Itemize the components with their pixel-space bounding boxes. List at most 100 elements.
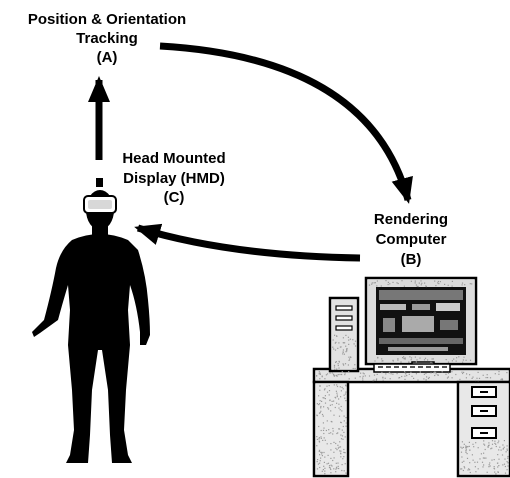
halftone-speck [326, 373, 329, 375]
halftone-speck [335, 361, 337, 363]
head-mounted-display-icon [83, 195, 117, 214]
halftone-speck [507, 457, 509, 459]
halftone-speck [342, 351, 344, 353]
halftone-speck [341, 373, 343, 376]
halftone-speck [320, 436, 322, 438]
halftone-speck [345, 422, 347, 424]
halftone-speck [345, 417, 347, 419]
halftone-speck [396, 282, 398, 284]
halftone-speck [344, 463, 346, 465]
halftone-speck [340, 396, 342, 398]
halftone-speck [447, 284, 449, 286]
halftone-speck [323, 397, 325, 399]
halftone-speck [425, 379, 427, 381]
halftone-speck [414, 282, 416, 284]
halftone-speck [318, 450, 320, 452]
halftone-speck [425, 372, 427, 375]
halftone-speck [324, 402, 327, 404]
halftone-speck [403, 285, 405, 287]
halftone-speck [506, 449, 508, 451]
halftone-speck [410, 371, 412, 373]
halftone-speck [348, 359, 350, 361]
halftone-speck [494, 373, 496, 375]
halftone-speck [337, 465, 339, 467]
halftone-speck [477, 468, 479, 470]
halftone-speck [382, 377, 384, 379]
halftone-speck [316, 468, 319, 470]
halftone-speck [441, 371, 443, 373]
halftone-speck [380, 285, 382, 287]
arrow-computer-to-hmd [134, 223, 361, 262]
halftone-speck [408, 373, 410, 375]
halftone-speck [392, 359, 394, 361]
halftone-speck [506, 469, 508, 471]
halftone-speck [468, 441, 470, 443]
halftone-speck [434, 374, 436, 377]
halftone-speck [506, 461, 508, 463]
halftone-speck [343, 415, 345, 417]
halftone-speck [502, 464, 504, 466]
halftone-speck [332, 427, 334, 430]
halftone-speck [447, 372, 450, 374]
halftone-speck [327, 454, 329, 456]
halftone-speck [415, 284, 417, 286]
halftone-speck [463, 356, 465, 358]
halftone-speck [316, 445, 318, 447]
halftone-speck [461, 441, 463, 443]
halftone-speck [385, 280, 387, 282]
halftone-speck [446, 377, 449, 379]
halftone-speck [411, 375, 413, 377]
halftone-speck [331, 465, 333, 467]
halftone-speck [347, 336, 349, 338]
halftone-speck [342, 353, 344, 355]
halftone-speck [414, 280, 416, 282]
halftone-speck [321, 451, 323, 454]
halftone-speck [475, 471, 477, 473]
halftone-speck [340, 456, 342, 458]
halftone-speck [466, 373, 468, 375]
desk-drawers [471, 386, 497, 439]
halftone-speck [465, 445, 467, 447]
halftone-speck [376, 285, 378, 287]
halftone-speck [342, 363, 344, 365]
halftone-speck [483, 452, 485, 454]
halftone-speck [374, 360, 376, 362]
halftone-speck [348, 371, 350, 373]
halftone-speck [437, 280, 439, 283]
halftone-speck [328, 394, 330, 396]
halftone-speck [333, 348, 335, 350]
halftone-speck [477, 371, 479, 373]
halftone-speck [490, 448, 492, 450]
halftone-speck [316, 438, 318, 440]
halftone-speck [345, 384, 347, 386]
halftone-speck [319, 462, 321, 464]
label-hmd-line2: Display (HMD) [123, 170, 225, 187]
halftone-speck [323, 427, 325, 429]
halftone-speck [373, 379, 375, 381]
halftone-speck [464, 284, 466, 286]
halftone-speck [348, 356, 350, 358]
halftone-speck [469, 449, 471, 451]
halftone-speck [322, 397, 324, 399]
halftone-speck [376, 378, 378, 380]
halftone-speck [333, 414, 335, 416]
label-tracking-tag: (A) [97, 49, 118, 66]
label-computer-line1: Rendering [374, 211, 448, 228]
halftone-speck [341, 371, 343, 373]
halftone-speck [354, 367, 356, 370]
halftone-speck [469, 283, 471, 285]
halftone-speck [397, 358, 399, 360]
desk-icon [312, 367, 510, 478]
halftone-speck [339, 446, 342, 448]
halftone-speck [319, 400, 321, 402]
halftone-speck [462, 446, 464, 448]
halftone-speck [322, 415, 324, 417]
halftone-speck [333, 364, 336, 366]
halftone-speck [494, 442, 496, 444]
halftone-speck [392, 373, 394, 375]
halftone-speck [323, 437, 325, 439]
halftone-speck [318, 437, 320, 439]
halftone-speck [335, 442, 337, 445]
halftone-speck [332, 459, 334, 462]
halftone-speck [329, 467, 331, 469]
